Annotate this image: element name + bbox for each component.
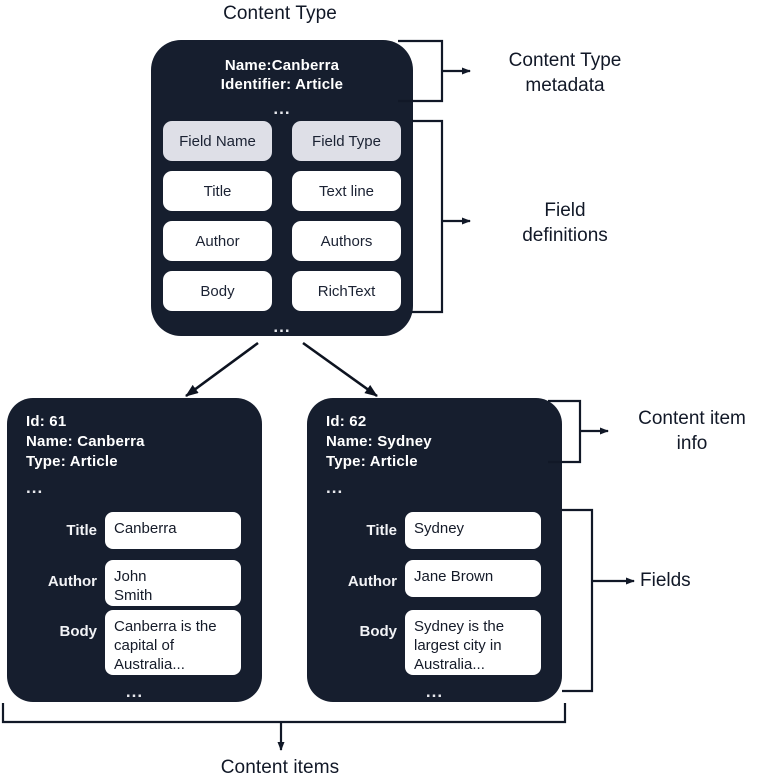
content-item-card-2: Id: 62 Name: Sydney Type: Article ... Ti… bbox=[307, 398, 562, 702]
content-item-1-info-ellipsis: ... bbox=[26, 478, 44, 497]
content-item-2-field-label-0: Title bbox=[366, 522, 397, 539]
bracket-content-items bbox=[1, 703, 567, 751]
content-item-1-name: Name: Canberra bbox=[26, 433, 145, 450]
content-item-2-field-label-2: Body bbox=[359, 623, 398, 640]
field-definition-type-0: Text line bbox=[292, 171, 401, 211]
content-item-1-field-value-2: Canberra is the capital of Australia... bbox=[105, 610, 241, 675]
content-item-2-id: Id: 62 bbox=[326, 413, 367, 430]
bracket-fields bbox=[562, 508, 635, 693]
content-item-2-type: Type: Article bbox=[326, 453, 418, 470]
field-definition-type-1: Authors bbox=[292, 221, 401, 261]
content-item-2-field-value-0: Sydney bbox=[405, 512, 541, 549]
annotation-content-item-info: Content item info bbox=[638, 408, 746, 454]
field-definitions-ellipsis: ... bbox=[273, 317, 291, 336]
content-item-2-info-ellipsis: ... bbox=[326, 478, 344, 497]
content-item-1-field-label-0: Title bbox=[66, 522, 97, 539]
content-item-1-field-label-2: Body bbox=[59, 623, 98, 640]
content-item-2-field-value-2: Sydney is the largest city in Australia.… bbox=[405, 610, 541, 675]
content-item-2-fields-ellipsis: ... bbox=[425, 682, 444, 701]
content-item-1-field-value-1: John Smith bbox=[105, 560, 241, 606]
field-name-column-header: Field Name bbox=[163, 121, 272, 161]
content-item-1-fields-ellipsis: ... bbox=[125, 682, 144, 701]
content-type-identifier: Identifier: Article bbox=[220, 76, 344, 93]
content-item-2-field-value-1: Jane Brown bbox=[405, 560, 541, 597]
content-type-card: Name:Canberra Identifier: Article ... Fi… bbox=[151, 40, 413, 336]
content-item-1-type: Type: Article bbox=[26, 453, 118, 470]
field-definition-name-1: Author bbox=[163, 221, 272, 261]
content-item-2-name: Name: Sydney bbox=[326, 433, 432, 450]
bottom-label-content-items: Content items bbox=[220, 757, 340, 778]
field-definition-name-0: Title bbox=[163, 171, 272, 211]
content-item-1-field-label-1: Author bbox=[47, 573, 97, 590]
content-type-name: Name:Canberra bbox=[224, 57, 340, 74]
content-item-2-field-label-1: Author bbox=[347, 573, 397, 590]
content-item-1-id: Id: 61 bbox=[26, 413, 67, 430]
annotation-field-definitions: Field definitions bbox=[522, 200, 608, 246]
bracket-field-definitions bbox=[412, 119, 471, 314]
field-type-column-header: Field Type bbox=[292, 121, 401, 161]
annotation-content-type-metadata: Content Type metadata bbox=[508, 50, 622, 96]
field-definition-name-2: Body bbox=[163, 271, 272, 311]
content-item-card-1: Id: 61 Name: Canberra Type: Article ... … bbox=[7, 398, 262, 702]
field-definition-type-2: RichText bbox=[292, 271, 401, 311]
content-item-1-field-value-0: Canberra bbox=[105, 512, 241, 549]
page-title: Content Type bbox=[223, 3, 337, 24]
arrow-content-type-to-item-2 bbox=[302, 341, 378, 398]
content-type-metadata-ellipsis: ... bbox=[273, 99, 291, 118]
annotation-fields: Fields bbox=[640, 570, 691, 591]
arrow-content-type-to-item-1 bbox=[185, 341, 259, 398]
